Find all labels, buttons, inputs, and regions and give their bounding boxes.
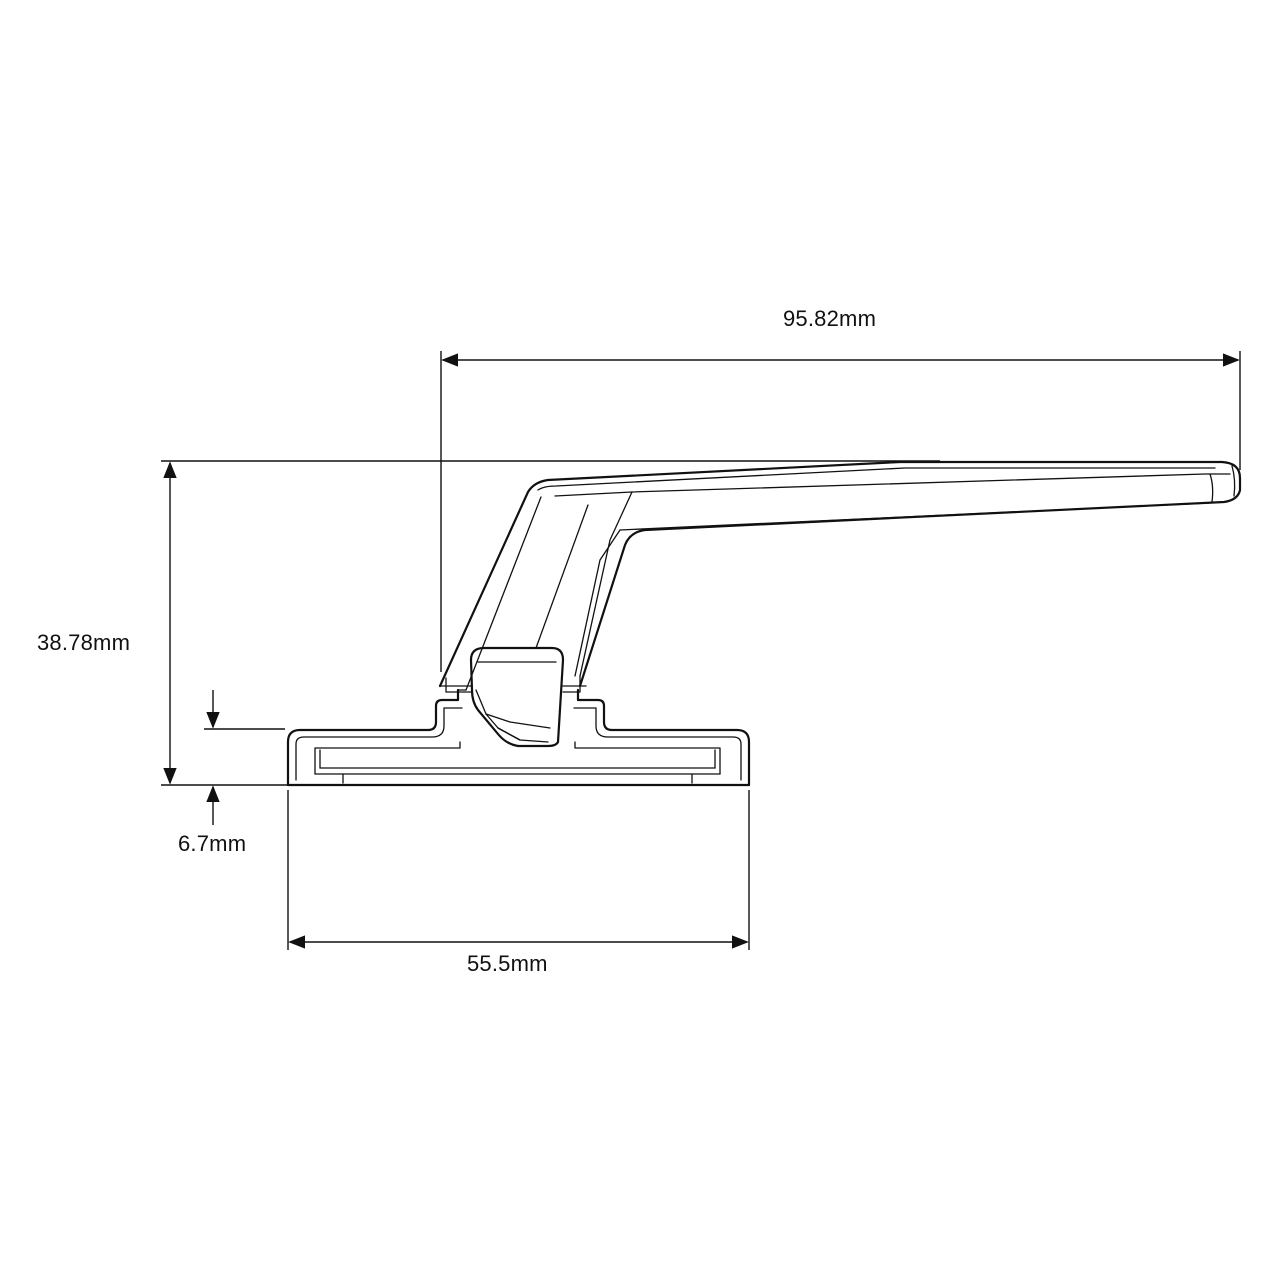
dimension-overall-height	[161, 460, 940, 786]
label-base-width: 55.5mm	[467, 951, 548, 976]
handle-hub	[439, 646, 587, 748]
label-overall-height: 38.78mm	[37, 630, 131, 655]
handle-lever	[438, 460, 1242, 691]
dimension-overall-width	[440, 351, 1241, 672]
dimension-base-height	[204, 690, 285, 825]
label-overall-width: 95.82mm	[783, 306, 877, 331]
handle-base-plate	[286, 688, 751, 787]
dimension-base-width	[287, 790, 750, 950]
label-base-height: 6.7mm	[178, 831, 247, 856]
